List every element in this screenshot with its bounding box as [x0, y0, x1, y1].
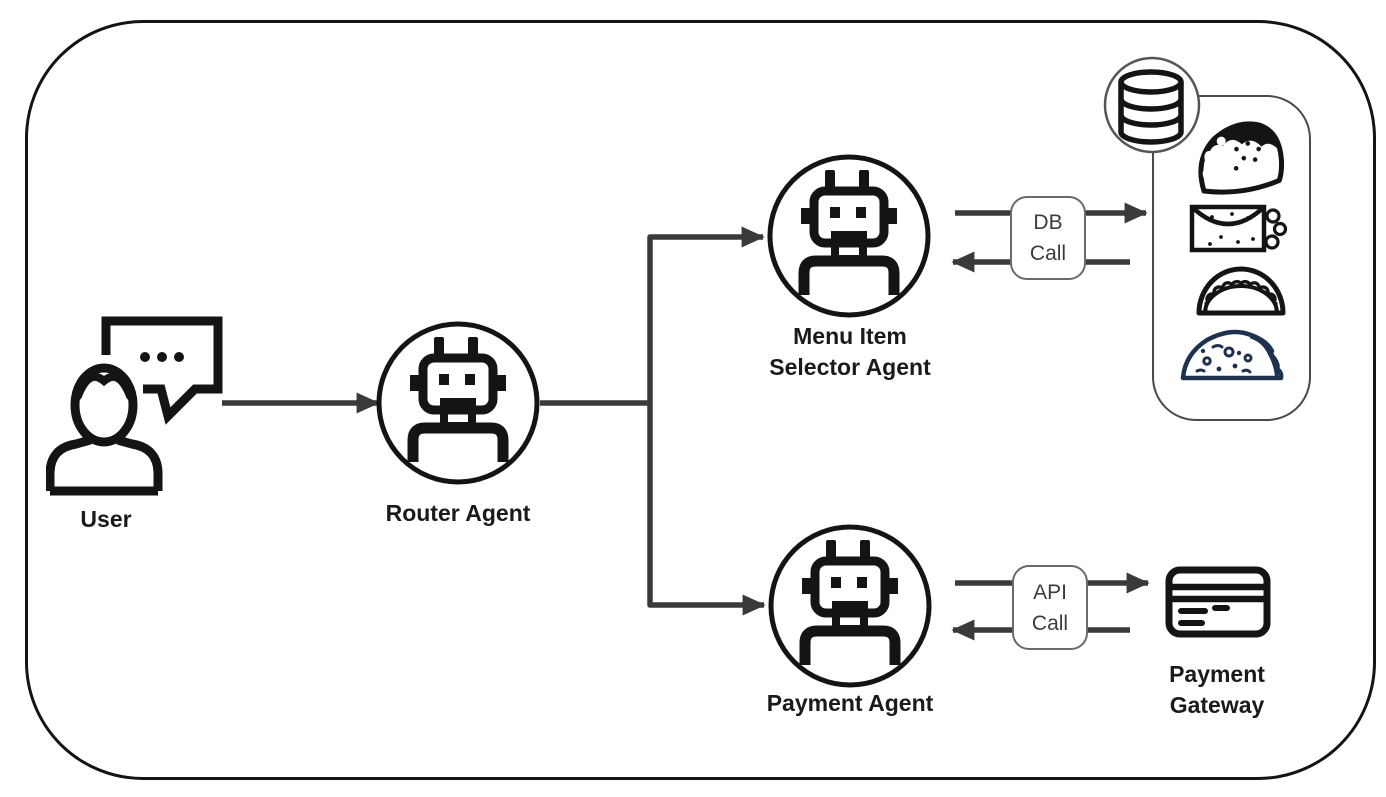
- user-label: User: [80, 506, 132, 532]
- credit-card-icon: [1165, 566, 1271, 638]
- payment-gateway-label: Payment Gateway: [1169, 659, 1265, 721]
- burrito-icon: [1189, 204, 1288, 253]
- db-call-line1: DB: [1033, 211, 1063, 234]
- db-call-box: DB Call: [1010, 196, 1086, 280]
- empanada-icon: [1180, 329, 1284, 381]
- menu-selector-agent-label-line2: Selector Agent: [769, 354, 931, 380]
- api-call-box: API Call: [1012, 565, 1088, 650]
- router-agent-label: Router Agent: [385, 500, 531, 526]
- db-call-line2: Call: [1029, 242, 1067, 265]
- menu-selector-agent-label-line1: Menu Item: [793, 323, 907, 349]
- database-cylinder-icon: [1103, 56, 1201, 154]
- menu-selector-agent-robot-icon: [764, 151, 934, 321]
- router-agent-robot-icon: [373, 318, 543, 488]
- payment-gateway-label-line1: Payment: [1169, 661, 1265, 687]
- person-with-speech-bubble-icon: [46, 316, 223, 496]
- api-call-line2: Call: [1031, 611, 1069, 635]
- payment-gateway-label-line2: Gateway: [1169, 692, 1265, 718]
- taco-side-icon: [1196, 266, 1286, 316]
- payment-agent-robot-icon: [765, 521, 935, 691]
- menu-selector-agent-label: Menu Item Selector Agent: [769, 321, 930, 383]
- taco-icon: [1198, 121, 1285, 195]
- payment-agent-label: Payment Agent: [766, 690, 934, 716]
- diagram-border: [25, 20, 1376, 780]
- api-call-line1: API: [1033, 580, 1067, 604]
